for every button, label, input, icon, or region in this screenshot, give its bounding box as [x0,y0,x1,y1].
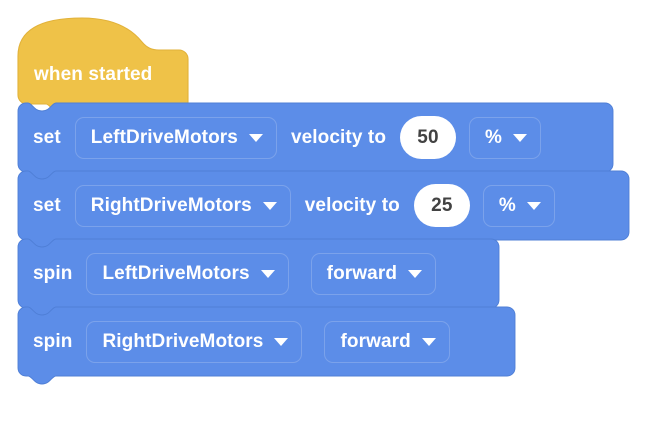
chevron-down-icon [408,269,423,278]
direction-value: forward [340,330,411,352]
velocity-unit-value: % [498,194,516,216]
motor-group-dropdown[interactable]: LeftDriveMotors [86,252,289,295]
motor-group-value: LeftDriveMotors [90,126,238,148]
block-row-content: spin RightDriveMotors forward [18,307,450,376]
chevron-down-icon [248,133,263,142]
motor-group-value: LeftDriveMotors [102,262,250,284]
motor-group-dropdown[interactable]: RightDriveMotors [74,184,291,227]
chevron-down-icon [526,201,541,210]
keyword-spin: spin [33,262,73,284]
velocity-value-input[interactable]: 25 [413,184,470,227]
motor-group-value: RightDriveMotors [90,194,252,216]
chevron-down-icon [274,337,289,346]
direction-value: forward [326,262,398,284]
direction-dropdown[interactable]: forward [324,320,450,363]
chevron-down-icon [421,337,436,346]
motor-group-value: RightDriveMotors [102,330,264,352]
chevron-down-icon [262,201,277,210]
hat-block-shape [17,17,189,113]
keyword-set: set [33,126,61,148]
motor-group-dropdown[interactable]: RightDriveMotors [86,320,303,363]
velocity-unit-value: % [485,126,503,148]
label-velocity-to: velocity to [290,126,387,148]
velocity-value-input[interactable]: 50 [400,116,457,159]
chevron-down-icon [260,269,275,278]
keyword-spin: spin [33,330,73,352]
direction-dropdown[interactable]: forward [310,252,437,295]
chevron-down-icon [513,133,528,142]
velocity-value: 50 [417,126,439,148]
block-row-content: set LeftDriveMotors velocity to 50 % [18,103,542,172]
when-started-hat-block[interactable]: when started [17,17,189,113]
block-row-content: spin LeftDriveMotors forward [18,239,437,308]
label-velocity-to: velocity to [304,194,400,216]
motor-group-dropdown[interactable]: LeftDriveMotors [74,116,277,159]
block-row-content: set RightDriveMotors velocity to 25 % [18,171,555,240]
velocity-value: 25 [431,194,453,216]
keyword-set: set [33,194,61,216]
velocity-unit-dropdown[interactable]: % [482,184,555,227]
velocity-unit-dropdown[interactable]: % [469,116,542,159]
hat-block-label: when started [34,64,153,85]
